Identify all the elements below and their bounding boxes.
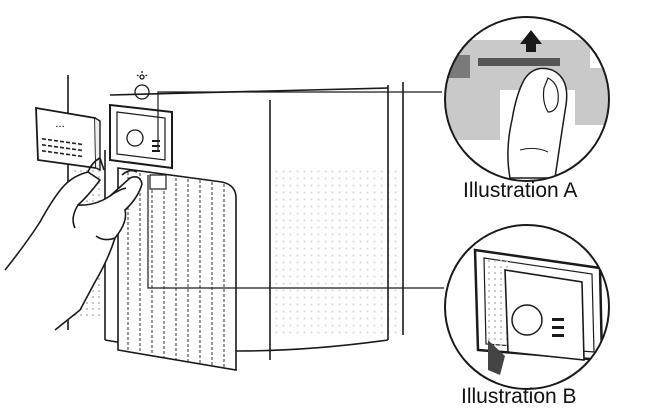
hand-icon	[4, 157, 143, 331]
sensor-slot	[109, 103, 173, 190]
arrow-up-icon	[520, 30, 542, 52]
illustration-b	[444, 224, 610, 390]
illustration-a-ledge	[478, 58, 560, 66]
finger-icon	[507, 67, 568, 179]
light-sensor-icon	[134, 71, 150, 100]
illustration-a-caption: Illustration A	[463, 179, 578, 202]
connector-lines	[147, 91, 444, 289]
purifier-right-texture	[272, 170, 400, 335]
sensor-module-grille	[42, 134, 84, 160]
purifier-body	[67, 75, 404, 360]
sensor-slot-lens	[126, 129, 144, 147]
sensor-module: ▪ ▪ ▪	[35, 106, 101, 172]
illustration-b-caption: Illustration B	[461, 385, 577, 408]
illustration-b-lens	[511, 304, 543, 336]
illustration-a	[444, 16, 610, 182]
illustration-b-module	[504, 269, 585, 361]
sensor-module-logo: ▪ ▪ ▪	[56, 124, 64, 130]
